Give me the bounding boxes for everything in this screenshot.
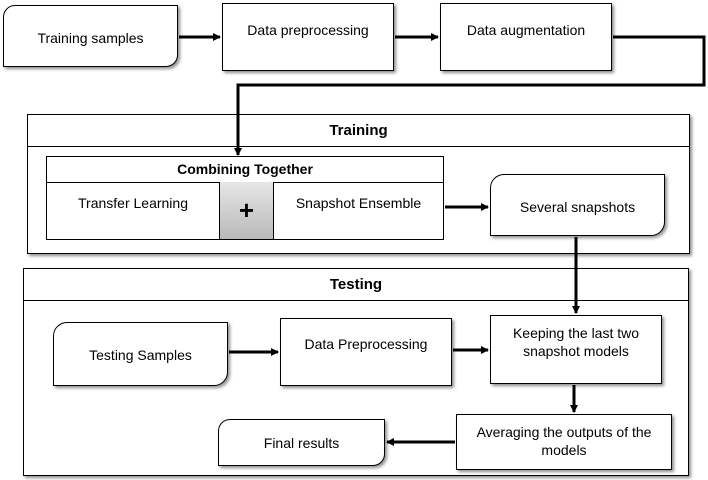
- several-snapshots-box: Several snapshots: [490, 174, 665, 236]
- training-samples-box: Training samples: [3, 5, 178, 67]
- data-preprocessing-label: Data preprocessing: [247, 22, 369, 38]
- several-snapshots-label: Several snapshots: [519, 199, 636, 215]
- transfer-learning-label: Transfer Learning: [78, 195, 188, 211]
- arrow-augmentation-to-training: [234, 35, 706, 156]
- combining-together-box: Combining Together Transfer Learning + S…: [46, 156, 444, 240]
- testing-samples-label: Testing Samples: [89, 347, 192, 363]
- data-augmentation-label: Data augmentation: [466, 22, 586, 38]
- plus-icon: +: [219, 182, 274, 239]
- training-title: Training: [28, 115, 689, 147]
- snapshot-ensemble-label: Snapshot Ensemble: [295, 195, 422, 211]
- test-data-preprocessing-label: Data Preprocessing: [304, 336, 428, 352]
- final-results-label: Final results: [263, 435, 340, 451]
- test-data-preprocessing-box: Data Preprocessing: [280, 318, 452, 386]
- testing-title: Testing: [24, 269, 688, 301]
- training-samples-label: Training samples: [37, 30, 144, 46]
- keeping-models-box: Keeping the last two snapshot models: [490, 315, 662, 384]
- averaging-outputs-box: Averaging the outputs of the models: [456, 414, 672, 470]
- averaging-outputs-label: Averaging the outputs of the models: [476, 424, 652, 458]
- data-augmentation-box: Data augmentation: [440, 3, 612, 71]
- data-preprocessing-box: Data preprocessing: [222, 3, 394, 71]
- keeping-models-label: Keeping the last two snapshot models: [512, 325, 640, 359]
- final-results-box: Final results: [218, 419, 385, 466]
- testing-samples-box: Testing Samples: [53, 322, 228, 386]
